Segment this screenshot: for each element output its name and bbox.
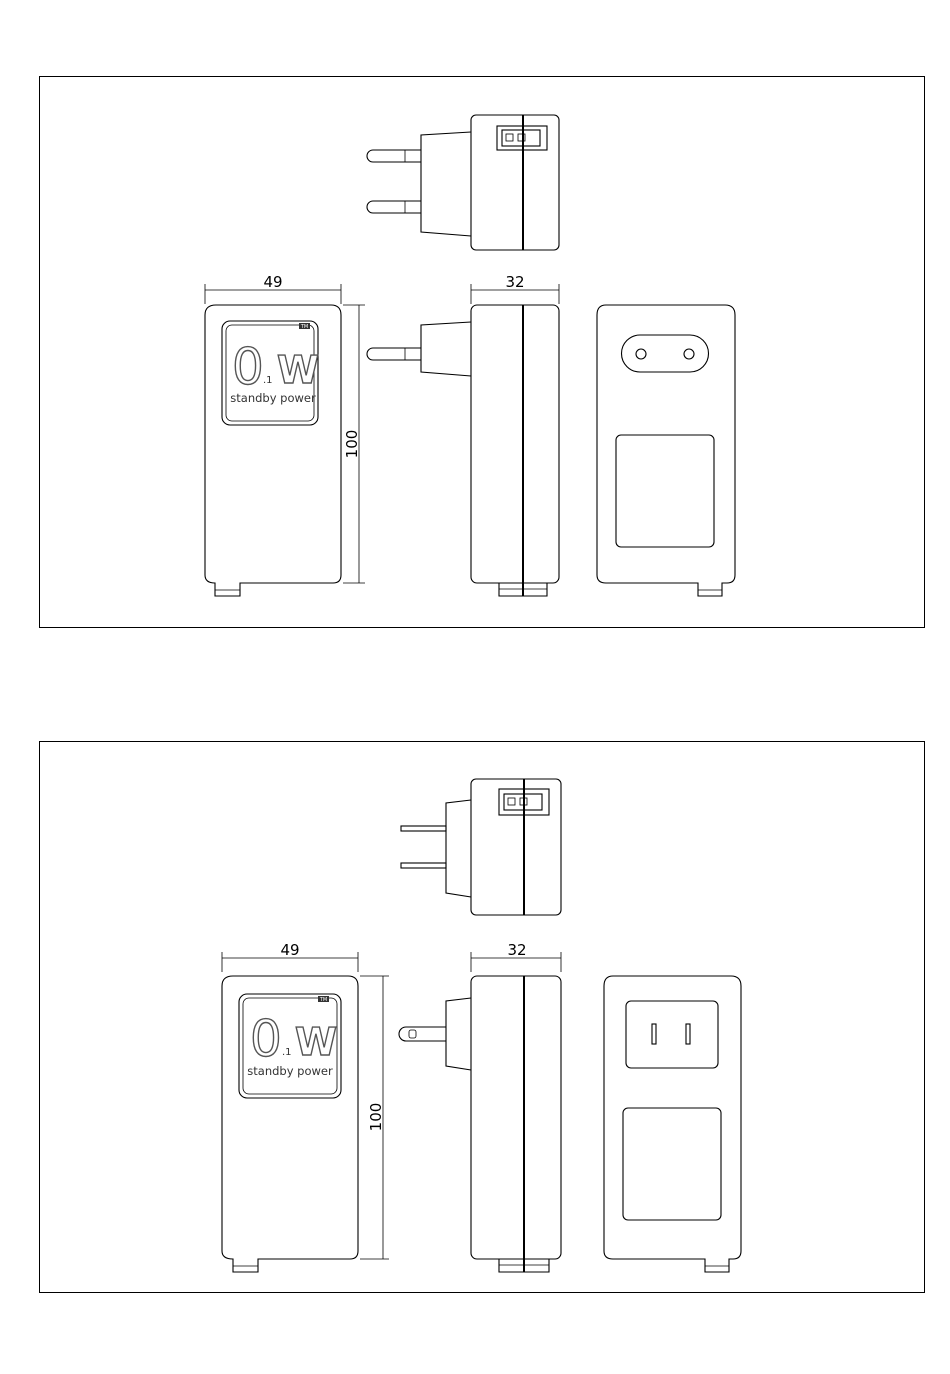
eu-top-view: [367, 115, 559, 250]
us-side-view: 32: [399, 941, 561, 1272]
us-logo-caption: standby power: [247, 1064, 333, 1078]
eu-height-dimension: 100: [343, 430, 361, 459]
svg-text:.1: .1: [282, 1047, 292, 1058]
eu-logo-zero: 0: [232, 338, 264, 396]
us-height-dimension: 100: [367, 1103, 385, 1132]
us-top-view: [401, 779, 561, 915]
us-back-view: [604, 976, 741, 1272]
eu-socket-outline: [622, 335, 709, 372]
us-depth-dimension: 32: [507, 941, 526, 959]
eu-width-dimension: 49: [263, 273, 282, 291]
us-front-view: 49 TM 0 .1 W standby power 100: [222, 941, 389, 1272]
eu-front-view: 49 TM 0 .1 W standby power 100: [205, 273, 365, 596]
svg-text:.1: .1: [263, 375, 273, 386]
eu-label-area: [616, 435, 714, 547]
us-logo-zero: 0: [250, 1010, 282, 1068]
us-width-dimension: 49: [280, 941, 299, 959]
us-socket-outline: [626, 1001, 718, 1068]
eu-side-view: 32: [367, 273, 559, 596]
us-logo-w: W: [295, 1020, 337, 1064]
us-label-area: [623, 1108, 721, 1220]
eu-logo-caption: standby power: [230, 391, 316, 405]
eu-back-view: [597, 305, 735, 596]
eu-logo-w: W: [277, 348, 319, 392]
eu-depth-dimension: 32: [505, 273, 524, 291]
svg-text:TM: TM: [300, 324, 308, 330]
svg-text:TM: TM: [319, 997, 327, 1003]
